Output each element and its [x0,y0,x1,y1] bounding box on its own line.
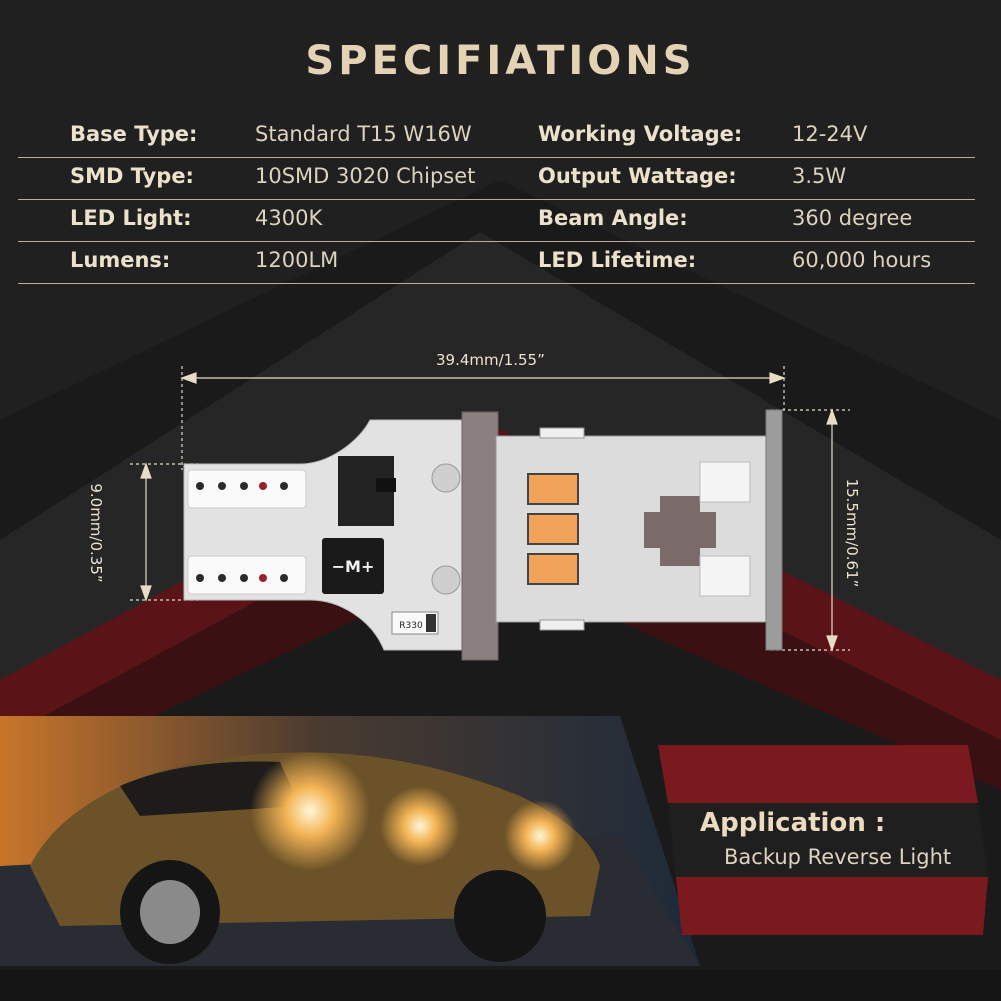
application-text: Backup Reverse Light [724,845,952,869]
spec-label: Beam Angle: [538,206,688,230]
led-chips [527,473,579,585]
width-dimension-label: 39.4mm/1.55” [436,351,545,369]
head-height-dimension-label: 15.5mm/0.61” [843,478,861,588]
pcb-board: −M+ R330 [183,419,519,651]
module-marking: −M+ [332,557,375,576]
spec-value: 10SMD 3020 Chipset [255,164,476,188]
spec-value: 360 degree [792,206,913,230]
spec-row: Base Type: Standard T15 W16W Working Vol… [18,116,975,158]
spec-label: SMD Type: [70,164,194,188]
spec-value: 60,000 hours [792,248,932,272]
spec-value: Standard T15 W16W [255,122,472,146]
application-title: Application : [700,808,886,838]
spec-value: 1200LM [255,248,339,272]
page-title: SPECIFIATIONS [305,38,696,84]
dimension-lines [130,366,850,652]
spec-label: LED Lifetime: [538,248,697,272]
resistor-marking: R330 [399,621,423,631]
spec-row: LED Light: 4300K Beam Angle: 360 degree [18,200,975,242]
spec-row: SMD Type: 10SMD 3020 Chipset Output Watt… [18,158,975,200]
spec-value: 4300K [255,206,323,230]
spec-table: Base Type: Standard T15 W16W Working Vol… [18,116,975,284]
spec-label: Output Wattage: [538,164,737,188]
spec-value: 3.5W [792,164,847,188]
collar [461,411,499,661]
application-panel [658,745,988,935]
spec-row: Lumens: 1200LM LED Lifetime: 60,000 hour… [18,242,975,284]
spec-label: Base Type: [70,122,198,146]
spec-label: Lumens: [70,248,171,272]
base-height-dimension-label: 9.0mm/0.35” [87,483,105,583]
car-photo [0,716,700,966]
spec-label: LED Light: [70,206,192,230]
spec-label: Working Voltage: [538,122,743,146]
spec-value: 12-24V [792,122,868,146]
head-cap [765,409,783,651]
